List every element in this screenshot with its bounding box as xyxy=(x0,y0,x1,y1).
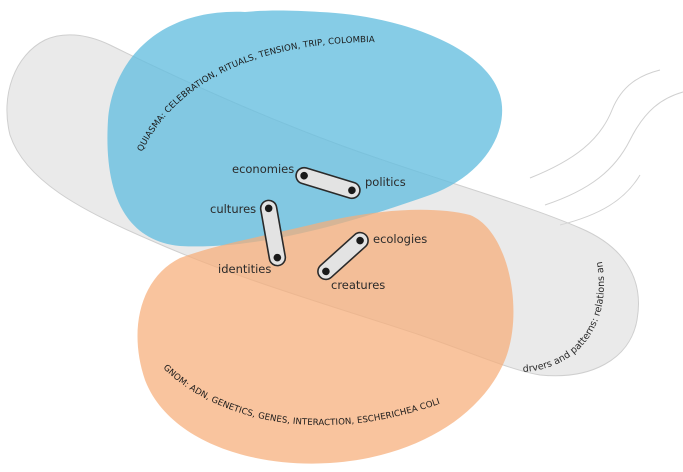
node-dot-economies xyxy=(300,171,308,180)
link-ecologies-creatures xyxy=(317,231,369,281)
blue-region xyxy=(107,10,503,247)
node-dot-creatures xyxy=(322,267,330,276)
background-outline-lines xyxy=(529,69,683,226)
node-label-ecologies: ecologies xyxy=(373,232,427,246)
node-dot-cultures xyxy=(264,204,273,213)
node-label-politics: politics xyxy=(365,175,406,189)
node-dot-identities xyxy=(273,253,282,262)
node-dot-ecologies xyxy=(356,236,364,245)
node-label-cultures: cultures xyxy=(210,202,256,216)
link-economies-politics xyxy=(295,166,361,200)
node-dot-politics xyxy=(348,186,356,195)
orange-region xyxy=(137,209,514,464)
node-label-creatures: creatures xyxy=(331,278,385,292)
node-label-identities: identities xyxy=(218,262,271,276)
link-cultures-identities xyxy=(259,199,287,267)
node-label-economies: economies xyxy=(232,162,294,176)
